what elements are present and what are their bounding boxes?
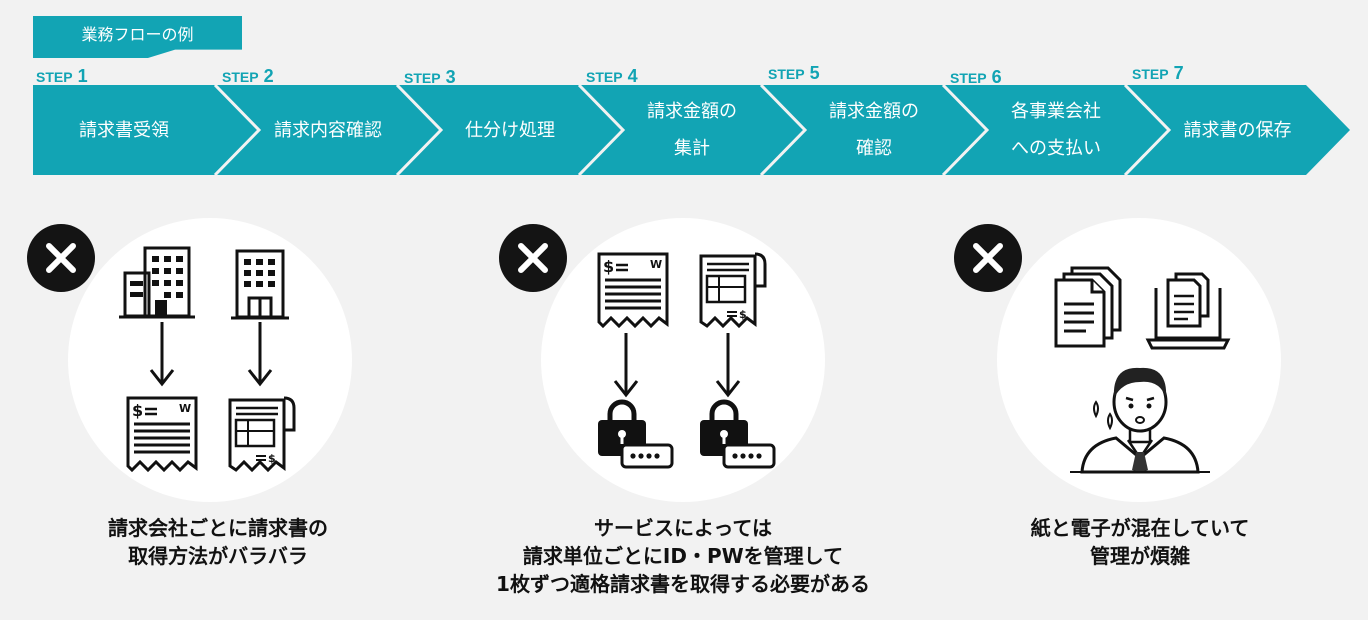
step-separator bbox=[1123, 85, 1172, 175]
step-word: STEP bbox=[404, 70, 441, 86]
step-number: 5 bbox=[809, 63, 820, 83]
laptop-document-icon bbox=[1145, 272, 1231, 350]
step-separator bbox=[395, 85, 444, 175]
step-number: 3 bbox=[445, 67, 456, 87]
invoice-receipt-icon: $ W bbox=[126, 396, 198, 473]
step-word: STEP bbox=[1132, 66, 1169, 82]
svg-text:W: W bbox=[179, 402, 191, 415]
step-word: STEP bbox=[586, 69, 623, 85]
office-building-icon bbox=[231, 249, 289, 320]
step-5-text: 請求金額の 確認 bbox=[829, 101, 919, 159]
step-word: STEP bbox=[36, 69, 73, 85]
step-number: 1 bbox=[77, 66, 88, 86]
svg-text:$: $ bbox=[268, 452, 276, 465]
invoice-receipt-icon: $ bbox=[228, 396, 296, 473]
problem-2-close-badge bbox=[499, 224, 567, 292]
close-icon bbox=[46, 243, 76, 273]
step-1-chevron: 請求書受領 bbox=[33, 85, 259, 175]
problem-2-caption: サービスによっては 請求単位ごとにID・PWを管理して 1枚ずつ適格請求書を取得… bbox=[496, 516, 870, 596]
step-number: 6 bbox=[991, 67, 1002, 87]
paper-documents-icon bbox=[1054, 266, 1122, 348]
problem-1-close-badge bbox=[27, 224, 95, 292]
step-separator bbox=[941, 85, 990, 175]
flow-example-label: 業務フローの例 bbox=[81, 25, 194, 44]
step-7-text: 請求書の保存 bbox=[1183, 119, 1292, 141]
close-icon bbox=[518, 243, 548, 273]
arrow-down-icon bbox=[613, 333, 639, 398]
svg-text:$: $ bbox=[603, 257, 614, 276]
password-field-icon bbox=[620, 443, 674, 469]
step-4-text: 請求金額の 集計 bbox=[647, 101, 737, 159]
flow-example-tag: 業務フローの例 bbox=[33, 16, 242, 58]
problem-2-circle bbox=[541, 218, 825, 502]
invoice-receipt-icon: $ bbox=[699, 252, 767, 329]
svg-text:$: $ bbox=[132, 401, 143, 420]
step-separator bbox=[577, 85, 626, 175]
svg-text:W: W bbox=[650, 258, 662, 271]
step-number: 7 bbox=[1173, 63, 1184, 83]
step-1-text: 請求書受領 bbox=[79, 119, 169, 141]
arrow-down-icon bbox=[247, 322, 273, 387]
close-icon bbox=[973, 243, 1003, 273]
arrow-down-icon bbox=[715, 333, 741, 398]
step-6-text: 各事業会社 への支払い bbox=[1011, 101, 1101, 159]
password-field-icon bbox=[722, 443, 776, 469]
step-word: STEP bbox=[222, 69, 259, 85]
problem-3-close-badge bbox=[954, 224, 1022, 292]
step-word: STEP bbox=[768, 66, 805, 82]
office-building-icon bbox=[119, 246, 195, 319]
problem-1-circle bbox=[68, 218, 352, 502]
step-word: STEP bbox=[950, 70, 987, 86]
step-separator bbox=[759, 85, 808, 175]
problem-3-caption: 紙と電子が混在していて 管理が煩雑 bbox=[1030, 516, 1250, 568]
arrow-down-icon bbox=[149, 322, 175, 387]
step-2-text: 請求内容確認 bbox=[274, 119, 382, 141]
step-number: 4 bbox=[627, 66, 638, 86]
invoice-receipt-icon: $ W bbox=[597, 252, 669, 329]
problem-1-caption: 請求会社ごとに請求書の 取得方法がバラバラ bbox=[108, 516, 328, 568]
step-3-text: 仕分け処理 bbox=[465, 119, 555, 141]
worried-person-icon bbox=[1070, 367, 1210, 474]
svg-text:$: $ bbox=[739, 308, 747, 321]
step-separator bbox=[213, 85, 262, 175]
step-number: 2 bbox=[263, 66, 274, 86]
